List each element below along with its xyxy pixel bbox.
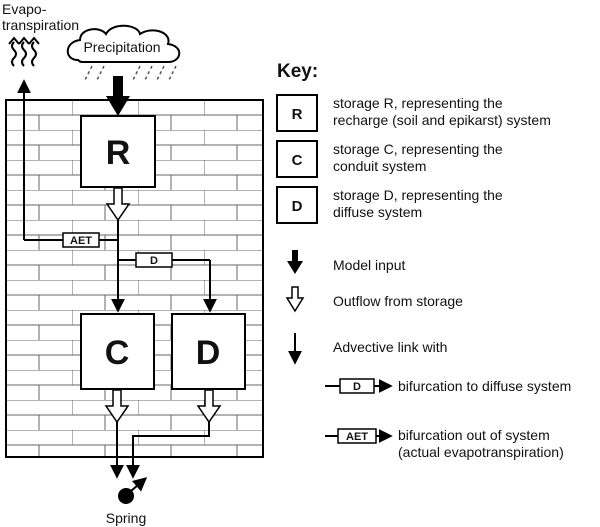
spring-icon — [118, 488, 134, 504]
key-bifurcation-out-tag — [337, 428, 377, 444]
d-to-spring-link — [126, 422, 210, 479]
d-outflow-arrow — [196, 389, 222, 424]
key-c-text-line2: conduit system — [333, 158, 426, 174]
key-r-text-line1: storage R, representing the — [333, 95, 503, 111]
storage-c-label: C — [105, 334, 130, 372]
key-outflow-text: Outflow from storage — [333, 293, 463, 309]
aet-tag-box — [62, 232, 100, 248]
c-outflow-arrow — [104, 389, 130, 424]
evapotranspiration-icon — [8, 36, 40, 67]
precipitation-cloud-icon — [66, 24, 181, 83]
key-bifurcation-diffuse-tag — [339, 378, 375, 394]
key-model-input-arrow — [287, 250, 303, 274]
model-input-arrow — [106, 76, 130, 116]
storage-d-label: D — [196, 334, 221, 372]
key-bifurcation-out-text-line1: bifurcation out of system — [398, 427, 550, 443]
evapotranspiration-label-line2: transpiration — [2, 17, 79, 33]
key-title: Key: — [277, 61, 318, 82]
key-bifurcation-out-text-line2: (actual evapotranspiration) — [398, 444, 564, 460]
storage-r-label: R — [106, 134, 131, 172]
key-outflow-arrow — [285, 286, 305, 313]
storage-d-box — [171, 313, 246, 390]
key-c-text-line1: storage C, representing the — [333, 141, 503, 157]
storage-c-box — [80, 313, 155, 390]
d-tag-label: D — [150, 255, 158, 267]
key-bifurcation-diffuse-text: bifurcation to diffuse system — [398, 378, 571, 394]
key-bifurcation-diffuse-tag-label: D — [353, 381, 361, 393]
r-outflow-arrow — [105, 187, 131, 222]
d-tag-box — [135, 252, 173, 268]
key-bifurcation-out-tag-label: AET — [346, 431, 368, 443]
key-d-text-line2: diffuse system — [333, 204, 422, 220]
key-d-text-line1: storage D, representing the — [333, 187, 503, 203]
spring-outlet-arrow — [130, 477, 148, 492]
key-c-letter: C — [292, 152, 303, 169]
aet-tag-label: AET — [70, 235, 92, 247]
evapotranspiration-label-line1: Evapo- — [2, 1, 47, 17]
key-c-box — [276, 140, 318, 178]
key-d-letter: D — [292, 198, 303, 215]
storage-r-box — [80, 115, 156, 188]
key-r-text-line2: recharge (soil and epikarst) system — [333, 112, 551, 128]
spring-label: Spring — [106, 510, 146, 526]
key-r-letter: R — [292, 106, 303, 123]
precipitation-label: Precipitation — [83, 39, 160, 55]
key-r-box — [276, 94, 318, 132]
key-advective-text: Advective link with — [333, 339, 447, 355]
key-d-box — [276, 186, 318, 224]
key-model-input-text: Model input — [333, 257, 405, 273]
